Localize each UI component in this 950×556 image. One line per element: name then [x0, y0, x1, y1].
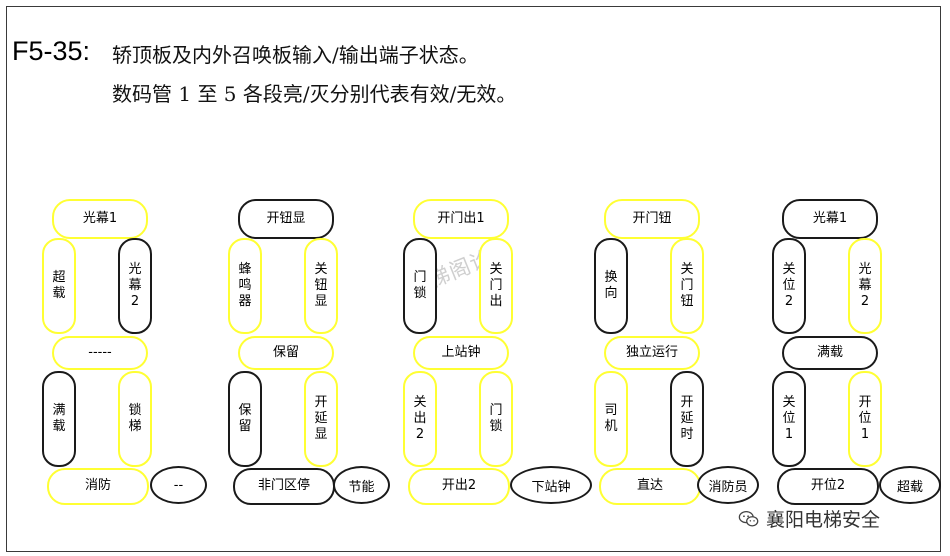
digit-3-dot-segment: 下站钟 — [510, 466, 592, 504]
segment-label: 消防 — [84, 478, 111, 494]
segment-label: 保留 — [272, 344, 299, 360]
digit-5-segment-e: 关 位 1 — [772, 371, 806, 467]
digit-5-segment-f: 关 位 2 — [772, 238, 806, 334]
digit-1-dot-segment: -- — [150, 466, 207, 504]
digit-3-segment-b: 关 门 出 — [479, 238, 513, 334]
digit-1-segment-a: 光幕1 — [52, 199, 148, 239]
dot-segment-label: 超载 — [896, 479, 923, 495]
digit-5-segment-g: 满载 — [782, 336, 878, 370]
dot-segment-label: 消防员 — [708, 479, 748, 495]
digit-4-segment-f: 换 向 — [594, 238, 628, 334]
digit-1-segment-f: 超 载 — [42, 238, 76, 334]
segment-label: 关 位 1 — [782, 394, 796, 443]
segment-label: 门 锁 — [413, 269, 427, 301]
digit-5-dot-segment: 超载 — [879, 466, 941, 504]
segment-label: 超 载 — [52, 269, 66, 301]
segment-label: 光 幕 2 — [858, 261, 872, 310]
dot-segment-label: 节能 — [348, 479, 375, 495]
segment-label: 蜂 鸣 器 — [238, 261, 252, 310]
segment-label: 直达 — [636, 478, 663, 494]
segment-label: 开门钮 — [632, 210, 672, 226]
digit-5-segment-d: 开位2 — [777, 468, 879, 505]
segment-label: 开 位 1 — [858, 394, 872, 443]
segment-label: 满 载 — [52, 402, 66, 434]
digit-1-segment-c: 锁 梯 — [118, 371, 152, 467]
segment-label: 独立运行 — [625, 344, 678, 360]
segment-label: 开 延 时 — [680, 394, 694, 443]
digit-5-segment-b: 光 幕 2 — [848, 238, 882, 334]
segment-label: 关 门 钮 — [680, 261, 694, 310]
parameter-code: F5-35: — [12, 36, 91, 66]
segment-label: 保 留 — [238, 402, 252, 434]
digit-4-segment-a: 开门钮 — [604, 199, 700, 239]
digit-2-segment-a: 开钮显 — [238, 199, 334, 239]
segment-label: 司 机 — [604, 402, 618, 434]
segment-label: 开出2 — [441, 478, 477, 494]
digit-4-segment-g: 独立运行 — [604, 336, 700, 370]
digit-2-segment-e: 保 留 — [228, 371, 262, 467]
digit-5-segment-a: 光幕1 — [782, 199, 878, 239]
segment-label: 换 向 — [604, 269, 618, 301]
digit-2-segment-g: 保留 — [238, 336, 334, 370]
diagram-frame — [6, 6, 941, 552]
digit-1-segment-d: 消防 — [47, 468, 149, 505]
digit-4-segment-c: 开 延 时 — [670, 371, 704, 467]
segment-label: 满载 — [816, 344, 843, 360]
digit-4-segment-e: 司 机 — [594, 371, 628, 467]
segment-label: 开门出1 — [437, 210, 485, 226]
digit-2-segment-f: 蜂 鸣 器 — [228, 238, 262, 334]
digit-4-segment-d: 直达 — [599, 468, 701, 505]
digit-4-segment-b: 关 门 钮 — [670, 238, 704, 334]
segment-label: 光 幕 2 — [128, 261, 142, 310]
digit-2-segment-d: 非门区停 — [233, 468, 335, 505]
digit-3-segment-e: 关 出 2 — [403, 371, 437, 467]
segment-label: 开钮显 — [266, 210, 306, 226]
digit-4-dot-segment: 消防员 — [697, 466, 759, 504]
description-line-2: 数码管 1 至 5 各段亮/灭分别代表有效/无效。 — [112, 82, 517, 106]
digit-2-segment-c: 开 延 显 — [304, 371, 338, 467]
digit-1-segment-b: 光 幕 2 — [118, 238, 152, 334]
segment-label: 锁 梯 — [128, 402, 142, 434]
segment-label: 开 延 显 — [314, 394, 328, 443]
brand-watermark: 襄阳电梯安全 — [738, 505, 880, 532]
segment-label: ----- — [88, 344, 112, 360]
digit-3-segment-c: 门 锁 — [479, 371, 513, 467]
digit-3-segment-a: 开门出1 — [413, 199, 509, 239]
segment-label: 上站钟 — [441, 344, 481, 360]
segment-label: 关 钮 显 — [314, 261, 328, 310]
digit-2-segment-b: 关 钮 显 — [304, 238, 338, 334]
digit-1-segment-e: 满 载 — [42, 371, 76, 467]
segment-label: 门 锁 — [489, 402, 503, 434]
segment-label: 光幕1 — [812, 210, 848, 226]
segment-label: 非门区停 — [257, 478, 310, 494]
brand-name: 襄阳电梯安全 — [766, 509, 881, 531]
segment-label: 关 门 出 — [489, 261, 503, 310]
wechat-icon — [738, 510, 759, 527]
segment-label: 关 出 2 — [413, 394, 427, 443]
segment-label: 关 位 2 — [782, 261, 796, 310]
description-line-1: 轿顶板及内外召唤板输入/输出端子状态。 — [112, 43, 479, 67]
digit-1-segment-g: ----- — [52, 336, 148, 370]
segment-label: 光幕1 — [82, 210, 118, 226]
digit-3-segment-d: 开出2 — [408, 468, 510, 505]
dot-segment-label: 下站钟 — [531, 479, 571, 495]
digit-3-segment-g: 上站钟 — [413, 336, 509, 370]
segment-label: 开位2 — [810, 478, 846, 494]
dot-segment-label: -- — [173, 477, 184, 493]
digit-3-segment-f: 门 锁 — [403, 238, 437, 334]
digit-2-dot-segment: 节能 — [333, 466, 390, 504]
digit-5-segment-c: 开 位 1 — [848, 371, 882, 467]
